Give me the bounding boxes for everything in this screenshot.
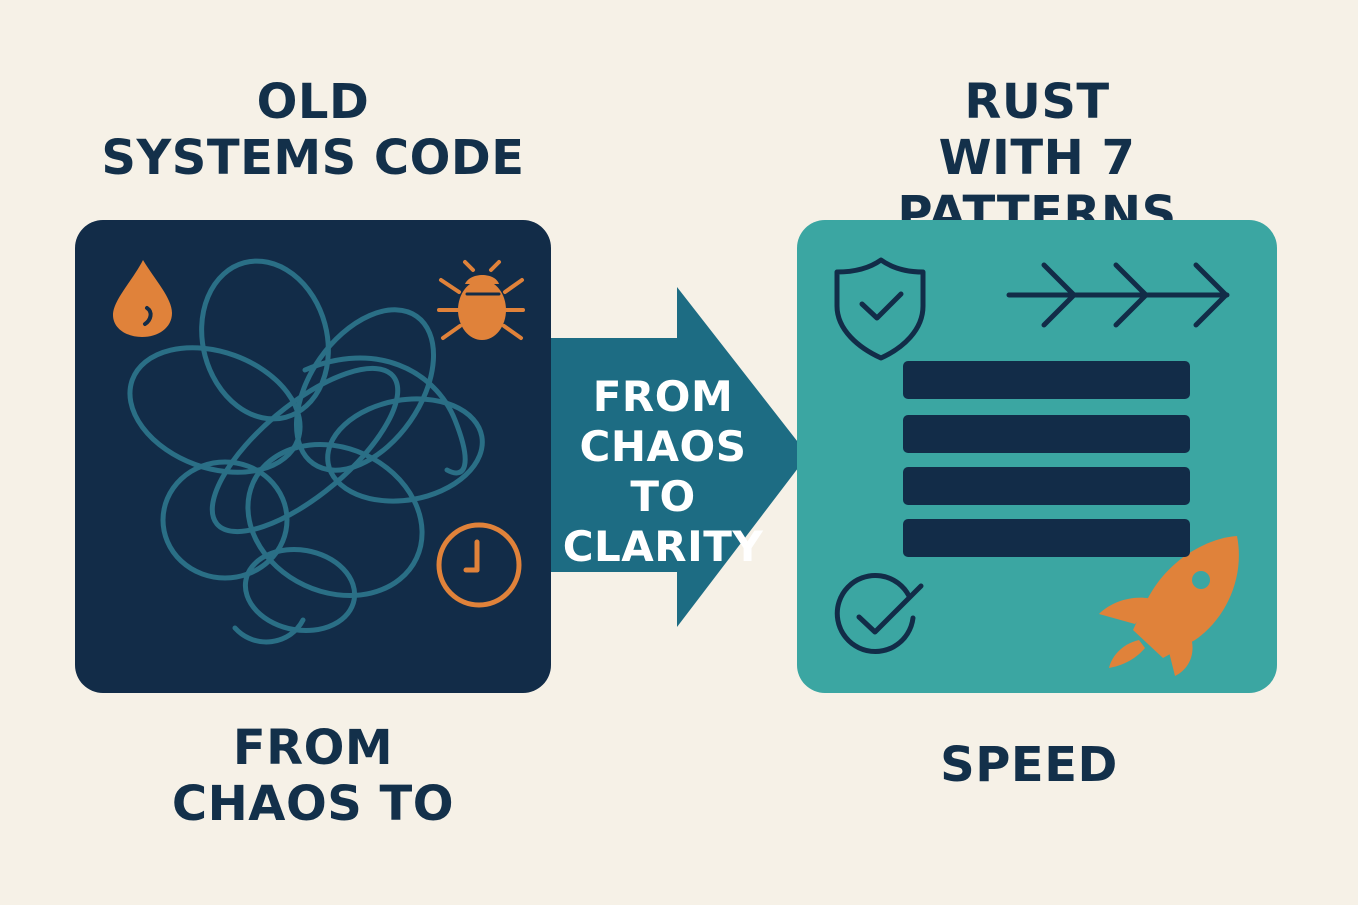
left-caption-line-1: FROM xyxy=(232,720,394,776)
old-code-panel xyxy=(75,220,551,693)
arrow-label: FROM CHAOS TO CLARITY xyxy=(554,372,772,572)
arrow-label-line-2: CHAOS xyxy=(579,422,747,471)
right-title: RUST WITH 7 PATTERNS xyxy=(797,74,1277,242)
right-title-line-1: RUST xyxy=(964,74,1110,130)
arrow-label-line-1: FROM xyxy=(592,372,734,421)
code-line-bar xyxy=(903,415,1190,453)
right-caption-line: SPEED xyxy=(940,737,1118,793)
rocket-icon xyxy=(1099,536,1239,676)
droplet-icon xyxy=(113,260,172,337)
tangled-lines-icon xyxy=(127,258,485,645)
clock-icon xyxy=(436,522,522,608)
left-title: OLD SYSTEMS CODE xyxy=(75,74,551,186)
bug-icon xyxy=(437,260,525,340)
arrow-label-line-4: CLARITY xyxy=(562,522,764,571)
code-line-bar xyxy=(903,519,1190,557)
triple-arrow-icon xyxy=(1006,262,1230,328)
right-caption: SPEED xyxy=(797,737,1261,793)
arrow-label-line-3: TO xyxy=(630,472,696,521)
check-circle-icon xyxy=(834,573,924,654)
code-line-bar xyxy=(903,467,1190,505)
rust-panel xyxy=(797,220,1277,693)
left-title-line-2: SYSTEMS CODE xyxy=(101,130,525,186)
left-caption: FROM CHAOS TO xyxy=(75,720,551,832)
shield-check-icon xyxy=(834,257,926,361)
left-caption-line-2: CHAOS TO xyxy=(171,776,455,832)
code-line-bar xyxy=(903,361,1190,399)
left-title-line-1: OLD xyxy=(256,74,370,130)
